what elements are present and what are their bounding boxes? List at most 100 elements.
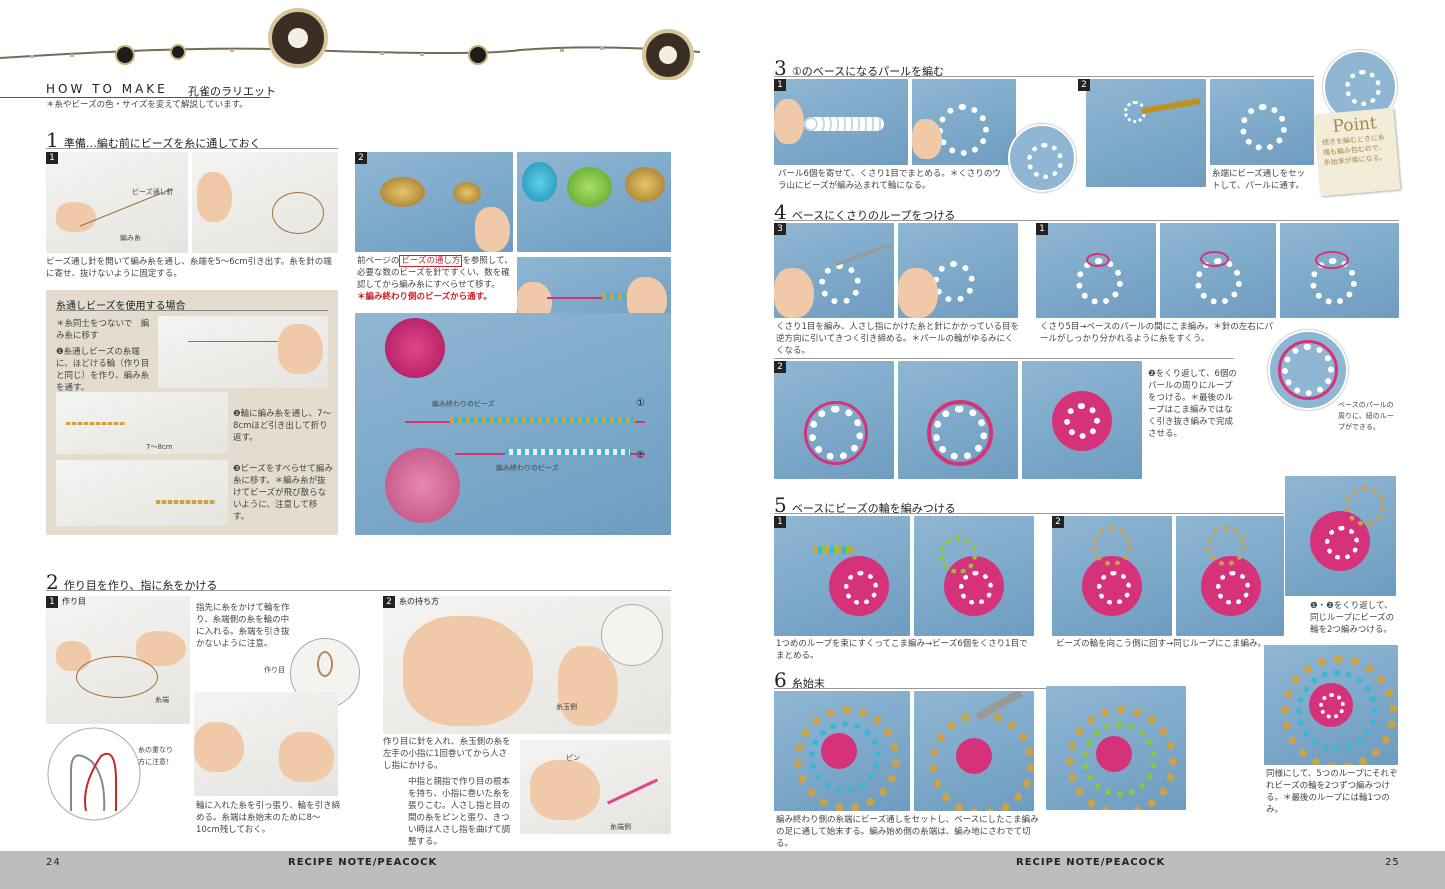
step5-caption-2: ビーズの輪を向こう側に回す→同じループにこま編み。 [1056,639,1267,649]
photo-finishing-1 [774,691,910,811]
badge: 1 [46,596,58,608]
photo-chain-stitch [774,223,894,318]
step4-caption-3: ❷をくり返して、6個のパールの周りにループをつける。＊最後のループはこま編みでは… [1148,369,1237,439]
label-end-beads-1: 編み終わりのビーズ [432,400,495,408]
photo-sc-loop-1 [1036,223,1156,318]
badge: 1 [1036,223,1048,235]
recipe-note-left: RECIPE NOTE/PEACOCK [288,857,438,868]
photo-tighten-loop [194,692,338,796]
step2-caption-2: 輪に入れた糸を引っ張り、輪を引き締める。糸端は糸始末のために8～10cm残してお… [196,801,341,835]
step3-heading: 3 ①のベースになるパールを編む [774,56,945,80]
photo-pearl-ring [912,79,1016,165]
sub-title-holding: 糸の持ち方 [399,597,439,606]
label-length: 7～8cm [146,443,173,451]
photo-bead-ring-1 [774,516,910,636]
sub-title-loop: 作り目 [62,597,86,606]
page-number-right: 25 [1385,857,1400,868]
photo-fold-back [56,392,228,454]
footer-bar: 24 RECIPE NOTE/PEACOCK RECIPE NOTE/PEACO… [0,851,1445,889]
badge: 1 [774,79,786,91]
label-loop: 作り目 [264,666,285,674]
label-pin: ピン [566,754,580,762]
divider [774,358,1234,359]
detail-circle-chain [1008,124,1076,192]
loop-detail-circle-2 [1268,330,1348,410]
label-yarn: 編み糸 [120,234,141,242]
step4-caption-2: くさり5目→ベースのパールの間にこま編み。＊針の左右にパールがしっかり分かれるよ… [1040,322,1273,344]
necklace-ornament [0,8,701,80]
photo-bead-ring-4 [1176,516,1284,636]
crossing-diagram [47,727,141,821]
photo-finishing-2 [914,691,1034,811]
photo-hold-yarn [383,596,671,734]
divider [774,220,1399,221]
box-step-1: ❶糸通しビーズの糸端に、ほどける輪（作り目と同じ）を作り、編み糸を通す。 [56,347,150,393]
divider [774,688,1184,689]
photo-loops-2 [898,361,1018,479]
step6-heading: 6 糸始末 [774,668,825,692]
photo-loop-join [158,316,328,388]
step3-caption-2: 糸端にビーズ通しをセットして、パールに通す。 [1212,169,1306,191]
step2-heading: 2 作り目を作り、指に糸をかける [46,570,218,594]
step2-caption-1: 指先に糸をかけて輪を作り、糸端側の糸を輪の中に入れる。糸端を引き抜かないように注… [196,603,290,649]
step3-caption-1: パール6個を寄せて、くさり1目でまとめる。＊くさりのウラ山にビーズが編み込まれて… [778,169,1001,191]
divider [46,590,671,591]
photo-needle-threading [46,152,188,253]
box-step-3: ❸ビーズをすべらせて編み糸に移す。＊編み糸が抜けてビーズが飛び散らないように、注… [233,464,333,522]
divider [56,310,328,311]
recipe-note-right: RECIPE NOTE/PEACOCK [1016,857,1166,868]
step5-caption-4: 同様にして、5つのループにそれぞれビーズの輪を2つずつ編みつける。＊最後のループ… [1266,769,1398,815]
badge: 2 [383,596,395,608]
badge: 3 [774,223,786,235]
photo-tighten-stitch [898,223,1018,318]
photo-yarn-balls [355,313,671,535]
step6-caption: 編み終わり側の糸端にビーズ通しをセットし、ベースにしたこま編みの足に通して始末す… [776,815,1039,849]
label-end-beads-2: 編み終わりのビーズ [496,464,559,472]
header-rule [0,97,270,98]
label-crossing: 糸の重なり方に注意！ [138,746,173,766]
side-caption: ベースのパールの周りに、紐のループができる。 [1338,401,1394,431]
circled-2: ② [636,450,645,461]
photo-finishing-3 [1046,686,1186,810]
box-step-2: ❷輪に編み糸を通し、7～8cmほど引き出して折り返す。 [233,409,332,443]
badge: 1 [46,152,58,164]
badge: 2 [1078,79,1090,91]
photo-thread-pearls [1210,79,1314,165]
badge: 1 [774,516,786,528]
photo-bead-ring-2 [914,516,1034,636]
photo-needle-pull [192,152,338,253]
label-end-side: 糸端側 [610,823,631,831]
photo-loops-complete [1022,361,1142,479]
photo-threader-set [1086,79,1206,187]
step1-caption-2: 前ページのビーズの通し方を参照して、必要な数のビーズを針ですくい、数を確認してか… [357,255,513,302]
photo-tension-finger [520,740,671,834]
photo-bead-ring-3 [1052,516,1172,636]
step4-heading: 4 ベースにくさりのループをつける [774,200,956,224]
photo-make-loop [46,596,190,724]
label-ball-side: 糸玉側 [556,703,577,711]
label-thread-end: 糸端 [155,696,169,704]
photo-sc-loop-3 [1280,223,1399,318]
point-note: Point 続きを編むときに糸端も編み包むので、糸始末が楽になる。 [1313,107,1401,197]
label-needle: ビーズ通し針 [132,188,174,196]
circled-1: ① [636,398,645,409]
badge: 2 [1052,516,1064,528]
photo-loops-1 [774,361,894,479]
point-text: 続きを編むときに糸端も編み包むので、糸始末が楽になる。 [1321,133,1387,167]
step2-caption-4: 中指と親指で作り目の根本を持ち、小指に巻いた糸を張りこむ。人さし指と目の間の糸を… [408,777,511,847]
photo-two-rings [1285,476,1396,596]
step5-heading: 5 ベースにビーズの輪を編みつける [774,493,956,517]
how-to-make-title: HOW TO MAKE [46,82,168,96]
photo-slide-beads [56,460,228,526]
step4-caption-1: くさり1目を編み、人さし指にかけた糸と針にかかっている目を逆方向に引いてきつく引… [776,322,1019,356]
photo-colored-beads [517,152,671,252]
photo-pearls-gather [774,79,908,165]
step1-caption-1: ビーズ通し針を開いて編み糸を通し、糸端を5～6cm引き出す。糸を針の端に寄せ、抜… [46,257,332,279]
photo-gold-beads [355,152,513,252]
step2-caption-3: 作り目に針を入れ、糸玉側の糸を左手の小指に1回巻いてから人さし指にかける。 [383,737,511,771]
badge: 2 [355,152,367,164]
photo-rings-complete [1264,645,1398,765]
box-title: 糸通しビーズを使用する場合 [56,301,186,312]
photo-sc-loop-2 [1160,223,1276,318]
box-sub: ＊糸同士をつないで 編み糸に移す [56,319,150,341]
